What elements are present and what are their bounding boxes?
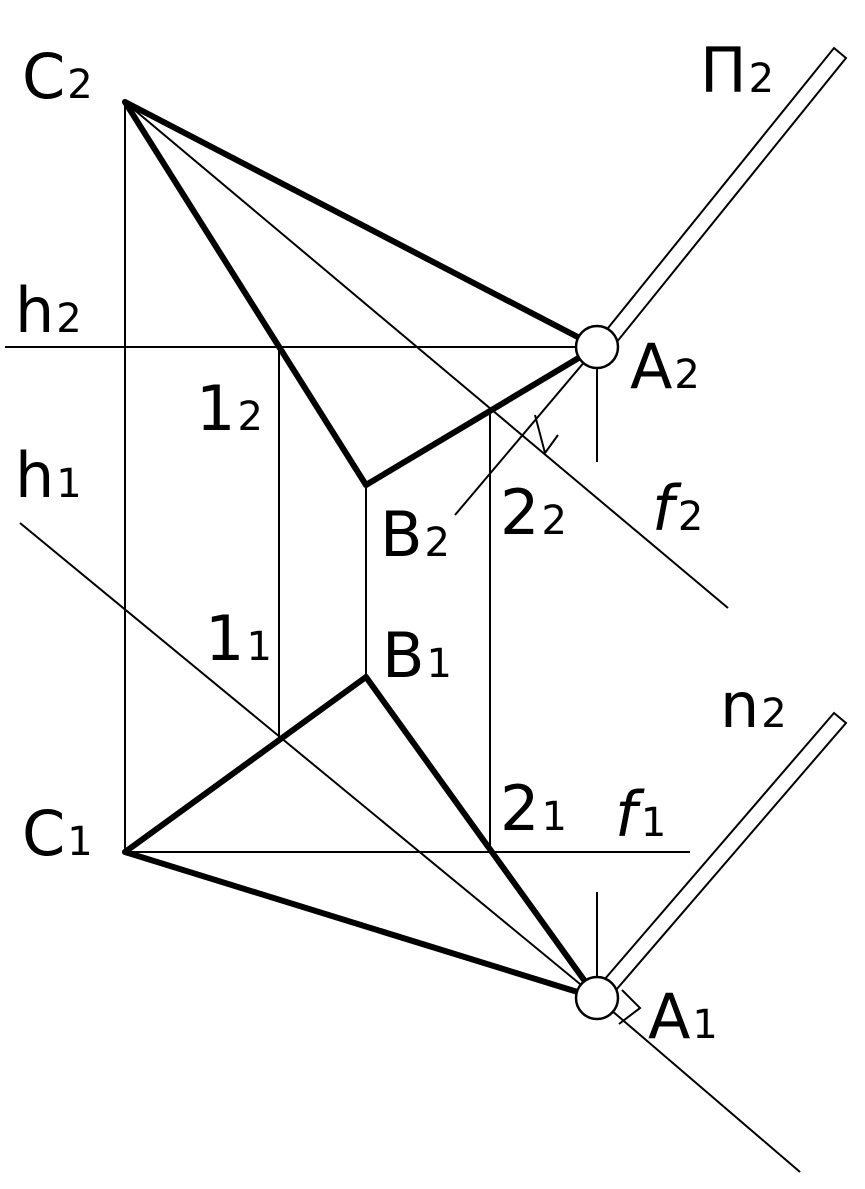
right-angle-mark-a1 [618, 989, 642, 1025]
label-1-1: 11 [205, 602, 272, 675]
label-a1: A1 [648, 980, 718, 1053]
line-a1-extension [596, 997, 801, 1173]
label-c1: C1 [22, 797, 93, 870]
label-c2: C2 [22, 40, 93, 113]
edge-b2-a2 [363, 344, 600, 488]
label-p2: П2 [700, 34, 774, 107]
point-a1 [574, 975, 620, 1021]
label-2-1: 21 [500, 772, 567, 845]
line-c2-f2 [124, 101, 729, 609]
label-h1: h1 [15, 439, 82, 512]
label-b1: B1 [382, 619, 452, 692]
construction-lines [5, 101, 801, 1173]
line-perp-a2 [454, 346, 598, 516]
edge-c1-a1 [122, 849, 600, 1001]
line-h1 [19, 522, 598, 999]
label-a2: A2 [630, 330, 700, 403]
label-2-2: 22 [500, 476, 567, 549]
point-a2 [574, 324, 620, 370]
edge-c2-a2 [122, 99, 600, 350]
edge-c1-b1 [122, 674, 369, 855]
label-h2: h2 [15, 274, 82, 347]
edge-c2-b2 [122, 99, 369, 488]
object-lines [122, 99, 600, 1001]
label-n2: n2 [720, 669, 787, 742]
label-b2: B2 [380, 498, 450, 571]
edge-b1-a1 [363, 674, 600, 1001]
right-angle-mark-a2 [534, 414, 559, 456]
label-1-2: 12 [196, 372, 263, 445]
